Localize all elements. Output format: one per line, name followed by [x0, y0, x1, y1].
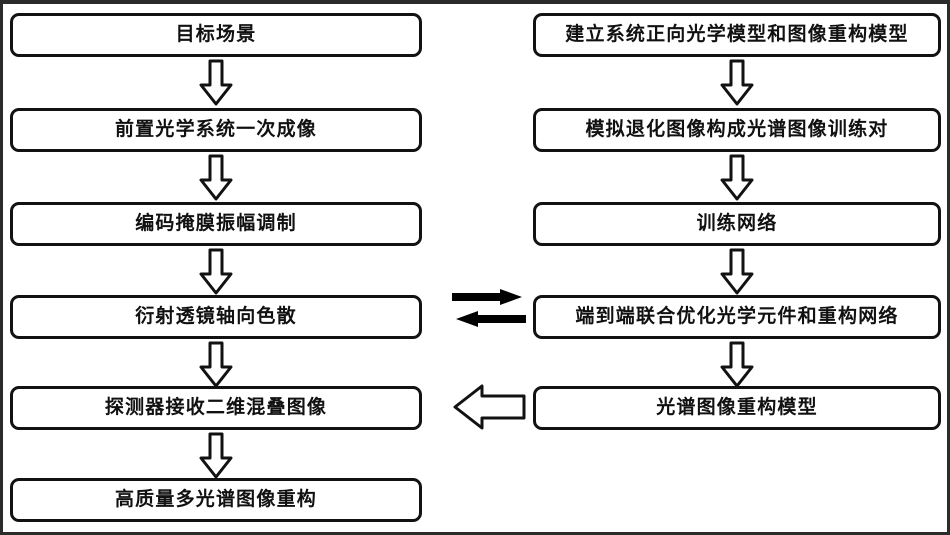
node-label: 建立系统正向光学模型和图像重构模型 — [565, 22, 909, 45]
arrow-right-icon — [452, 289, 522, 305]
node-detector-2d-aliased-image[interactable]: 探测器接收二维混叠图像 — [10, 386, 422, 430]
node-build-forward-and-reconstruction-model[interactable]: 建立系统正向光学模型和图像重构模型 — [533, 13, 941, 57]
node-simulated-degraded-training-pairs[interactable]: 模拟退化图像构成光谱图像训练对 — [533, 108, 941, 152]
page-scan-edge-right — [947, 0, 950, 535]
arrow-down-icon-r3-r4 — [720, 248, 754, 295]
node-front-optics-imaging[interactable]: 前置光学系统一次成像 — [10, 108, 422, 152]
arrow-down-icon-l3-l4 — [199, 248, 233, 295]
node-label: 目标场景 — [175, 22, 257, 45]
bidirectional-arrow-pair-icon — [450, 288, 528, 330]
arrow-down-icon-l2-l3 — [199, 154, 233, 201]
node-label: 端到端联合优化光学元件和重构网络 — [575, 304, 899, 327]
node-label: 模拟退化图像构成光谱图像训练对 — [585, 117, 889, 140]
arrow-down-icon-r2-r3 — [720, 154, 754, 201]
arrow-left-icon — [456, 311, 526, 327]
node-label: 训练网络 — [696, 211, 778, 234]
node-label: 高质量多光谱图像重构 — [114, 487, 317, 510]
arrow-left-hollow-icon-r5-to-l5 — [452, 382, 526, 432]
node-end-to-end-joint-optimization[interactable]: 端到端联合优化光学元件和重构网络 — [533, 295, 941, 339]
node-high-quality-multispectral-reconstruction[interactable]: 高质量多光谱图像重构 — [10, 478, 422, 522]
node-target-scene[interactable]: 目标场景 — [10, 13, 422, 57]
node-spectral-image-reconstruction-model[interactable]: 光谱图像重构模型 — [533, 386, 941, 430]
node-diffractive-lens-axial-dispersion[interactable]: 衍射透镜轴向色散 — [10, 295, 422, 339]
page-scan-edge-left — [0, 0, 3, 535]
page-scan-edge-top — [0, 0, 950, 4]
node-label: 探测器接收二维混叠图像 — [104, 395, 328, 418]
arrow-down-icon-r4-r5 — [720, 341, 754, 388]
arrow-down-icon-l5-l6 — [199, 432, 233, 479]
node-label: 编码掩膜振幅调制 — [135, 211, 297, 234]
page-scan-edge-bottom — [0, 532, 950, 535]
arrow-down-icon-r1-r2 — [720, 59, 754, 106]
node-label: 衍射透镜轴向色散 — [135, 304, 297, 327]
arrow-down-icon-l1-l2 — [199, 59, 233, 106]
node-label: 光谱图像重构模型 — [656, 395, 818, 418]
node-train-network[interactable]: 训练网络 — [533, 202, 941, 246]
node-coded-mask-amplitude-modulation[interactable]: 编码掩膜振幅调制 — [10, 202, 422, 246]
arrow-down-icon-l4-l5 — [199, 341, 233, 388]
node-label: 前置光学系统一次成像 — [114, 117, 317, 140]
